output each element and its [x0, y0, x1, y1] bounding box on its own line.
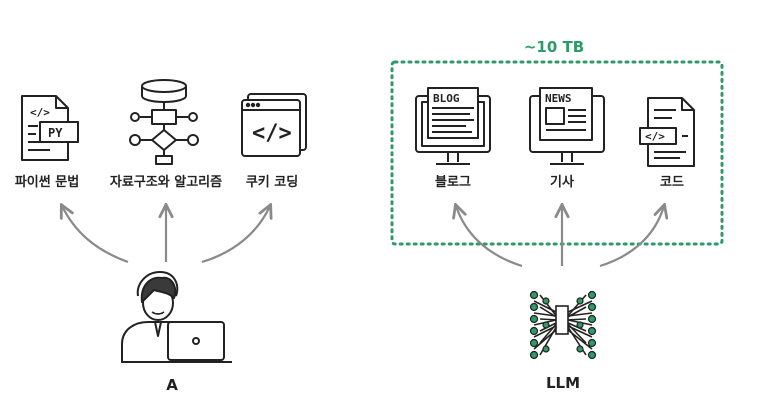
code-file-glyph: </> — [645, 130, 665, 143]
python-code-glyph: </> — [30, 106, 50, 119]
code-file-icon: </> — [639, 97, 695, 167]
training-data-box — [390, 60, 724, 246]
python-syntax-label: 파이썬 문법 — [15, 174, 79, 190]
arrow-to-blog — [456, 206, 523, 268]
article-label: 기사 — [550, 174, 574, 190]
code-window-glyph: </> — [252, 121, 292, 146]
news-screen-text: NEWS — [545, 92, 572, 105]
blog-label: 블로그 — [435, 175, 471, 190]
code-window-icon: </> — [241, 93, 307, 157]
python-file-icon: </> PY — [21, 95, 79, 161]
arrow-to-coding — [201, 206, 270, 264]
neural-network-icon — [529, 290, 597, 360]
actor-a-label: A — [166, 376, 178, 394]
arrow-to-python — [62, 206, 129, 264]
py-badge: PY — [48, 126, 63, 140]
code-label: 코드 — [660, 175, 684, 190]
llm-label: LLM — [546, 374, 580, 392]
blog-screen-text: BLOG — [433, 92, 460, 105]
data-structures-algorithms-label: 자료구조와 알고리즘 — [110, 174, 222, 190]
data-size-label: ~10 TB — [524, 38, 584, 56]
person-laptop-icon — [121, 271, 232, 363]
cookie-coding-label: 쿠키 코딩 — [246, 174, 298, 190]
flowchart-database-icon — [129, 79, 199, 165]
blog-monitor-icon: BLOG — [415, 87, 491, 165]
news-monitor-icon: NEWS — [529, 87, 605, 165]
arrow-to-code — [599, 206, 664, 268]
